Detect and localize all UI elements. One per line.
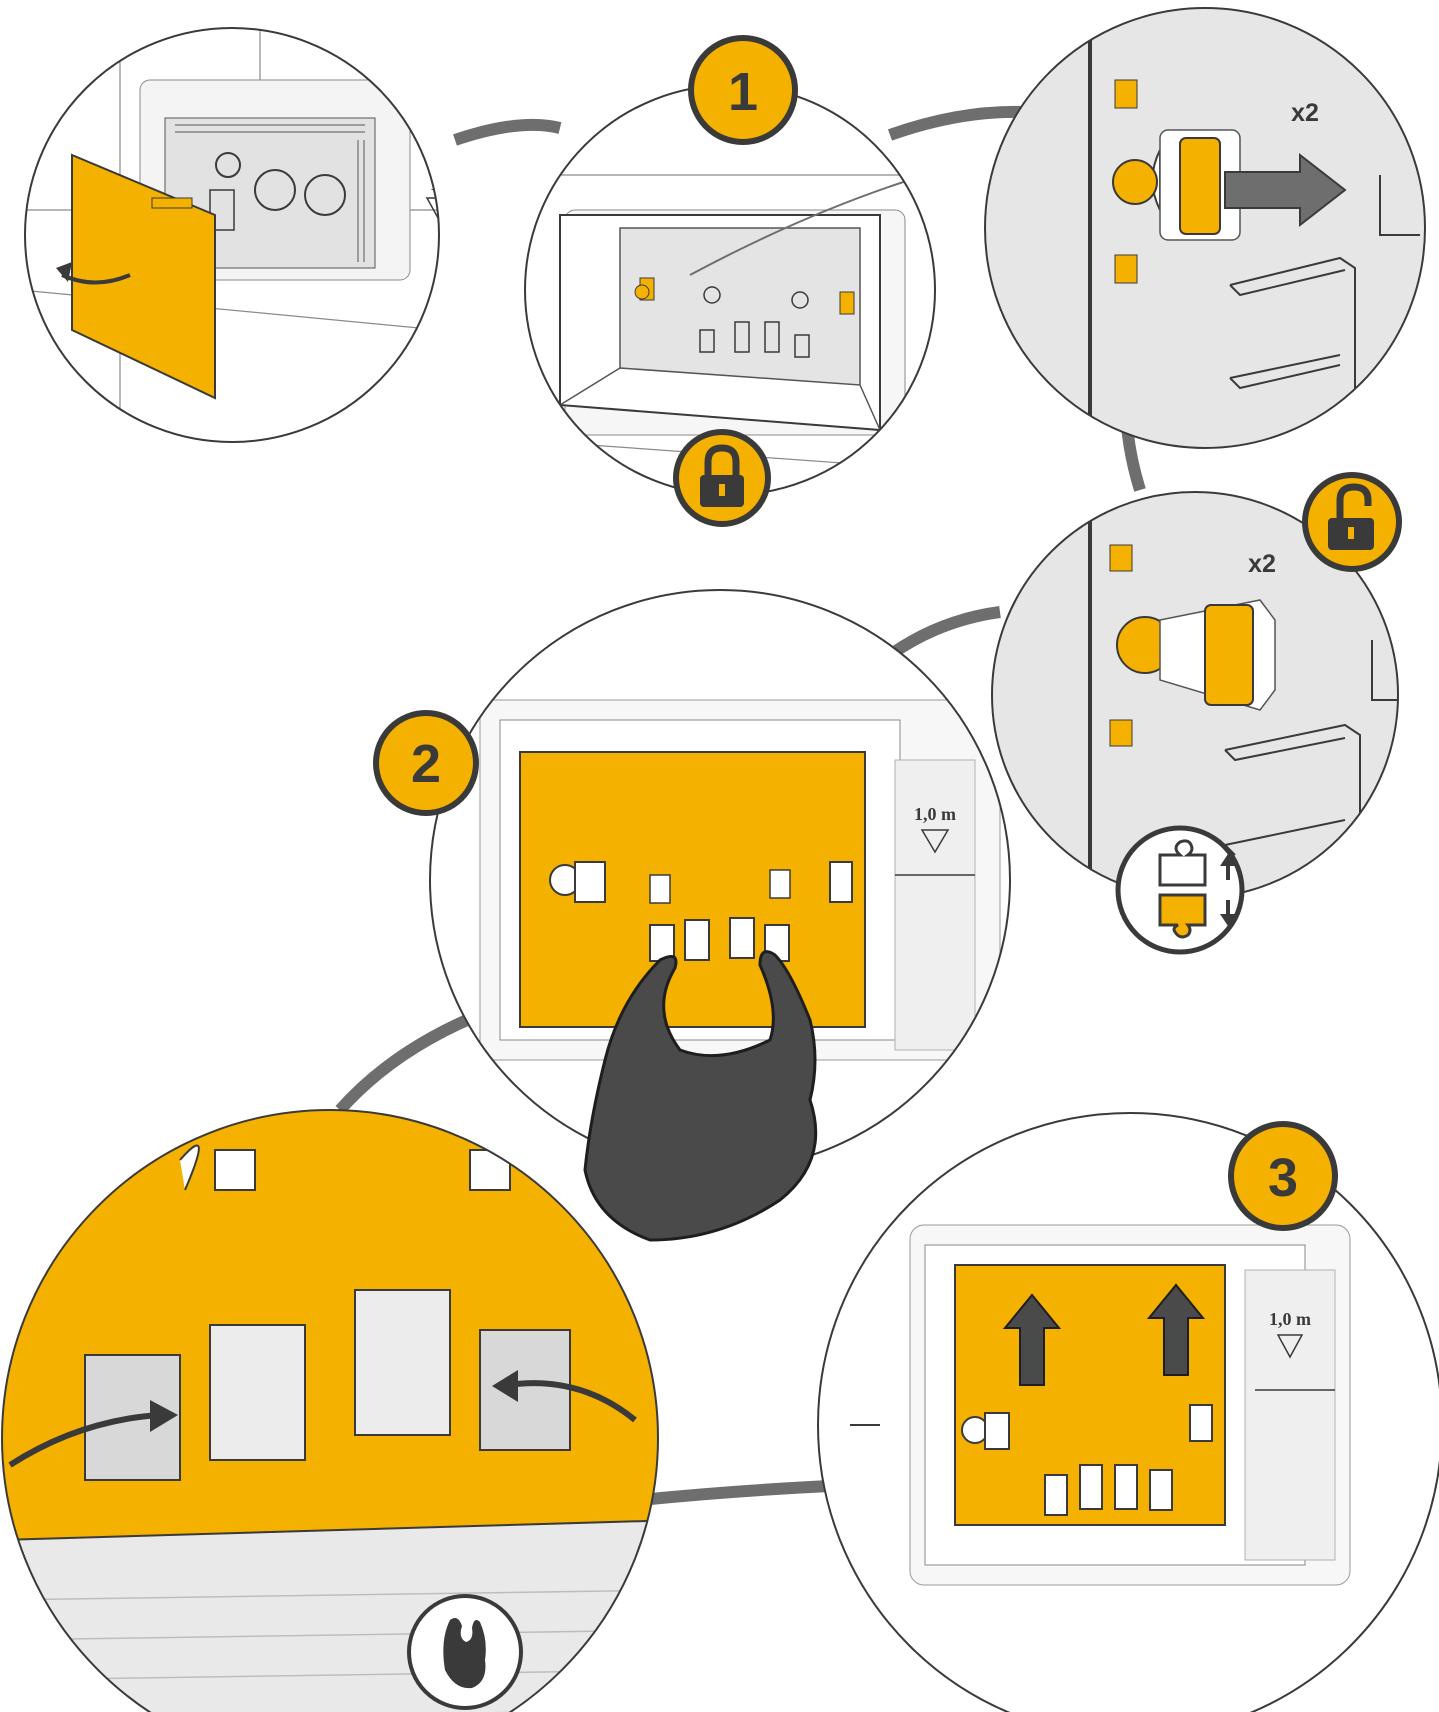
step-1-number: 1 xyxy=(728,62,758,122)
detail-open-cover: 1,0 xyxy=(20,20,453,442)
height-mark-2: 1,0 m xyxy=(914,804,956,824)
step-2-badge: 2 xyxy=(376,713,476,813)
lock-icon xyxy=(676,432,768,524)
grip-hand-icon xyxy=(409,1596,521,1708)
detail-latch-release: x2 xyxy=(985,0,1425,448)
detail-grip-points xyxy=(0,1100,680,1712)
step-3-badge: 3 xyxy=(1231,1124,1335,1228)
height-mark-3: 1,0 m xyxy=(1269,1309,1311,1329)
step-1-badge: 1 xyxy=(691,38,795,142)
step-2-number: 2 xyxy=(411,734,441,794)
multiplier-mid: x2 xyxy=(1248,550,1276,578)
multiplier-top: x2 xyxy=(1291,99,1319,127)
detail-step-3: 1,0 m xyxy=(818,1113,1439,1712)
puzzle-icon xyxy=(1118,828,1242,952)
step-3-number: 3 xyxy=(1268,1148,1298,1208)
unlock-icon xyxy=(1305,475,1399,569)
